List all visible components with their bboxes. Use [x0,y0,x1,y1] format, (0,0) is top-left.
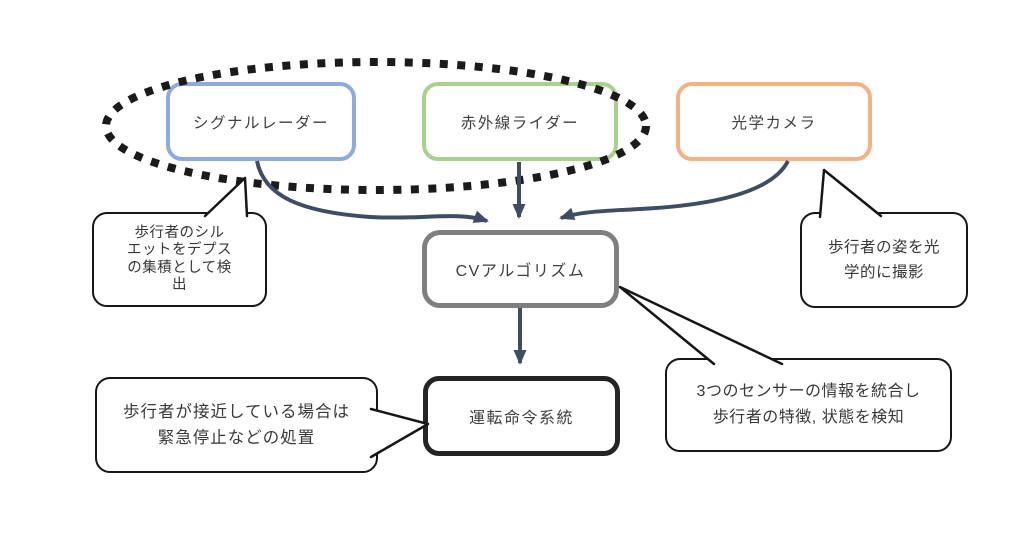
node-signal-radar: シグナルレーダー [166,82,356,161]
callout-pointer-silhouette [203,176,249,218]
callout-pointer-fusion [618,285,784,366]
callout-fusion-line: 歩行者の特徴, 状態を検知 [712,409,905,426]
callout-pointer-emergency [369,407,430,459]
callout-silhouette-detection: 歩行者のシル エットをデプス の集積として検 出 [92,212,267,307]
callout-silhouette-line: の集積として検 [127,259,232,276]
callout-emergency-line: 歩行者が接近している場合は [122,403,350,421]
callout-fusion-line: 3つのセンサーの情報を統合し [696,383,921,400]
callout-silhouette-line: 歩行者のシル [134,224,225,241]
callout-emergency-line: 緊急停止などの処置 [157,429,316,447]
arrow-signal-to-cv [255,160,489,223]
callout-optical-capture: 歩行者の姿を光 学的に撮影 [800,212,968,308]
node-infrared-lidar-label: 赤外線ライダー [460,114,580,132]
node-cv-algorithm: CVアルゴリズム [422,230,619,308]
callout-silhouette-line: エットをデプス [127,242,232,258]
node-optical-camera: 光学カメラ [676,82,872,161]
node-infrared-lidar: 赤外線ライダー [422,82,618,161]
callout-optical-line: 歩行者の姿を光 [827,239,940,256]
callout-pointer-optical [818,168,883,219]
node-drive-command-label: 運転命令系統 [468,410,574,427]
callout-emergency-stop: 歩行者が接近している場合は 緊急停止などの処置 [95,377,378,473]
node-drive-command: 運転命令系統 [423,376,620,456]
callout-silhouette-line: 出 [172,277,187,293]
node-signal-radar-label: シグナルレーダー [192,114,329,132]
callout-optical-line: 学的に撮影 [843,264,924,281]
callout-sensor-fusion: 3つのセンサーの情報を統合し 歩行者の特徴, 状態を検知 [665,358,952,452]
arrow-camera-to-cv [559,160,790,221]
node-optical-camera-label: 光学カメラ [731,114,817,132]
node-cv-algorithm-label: CVアルゴリズム [455,263,586,280]
